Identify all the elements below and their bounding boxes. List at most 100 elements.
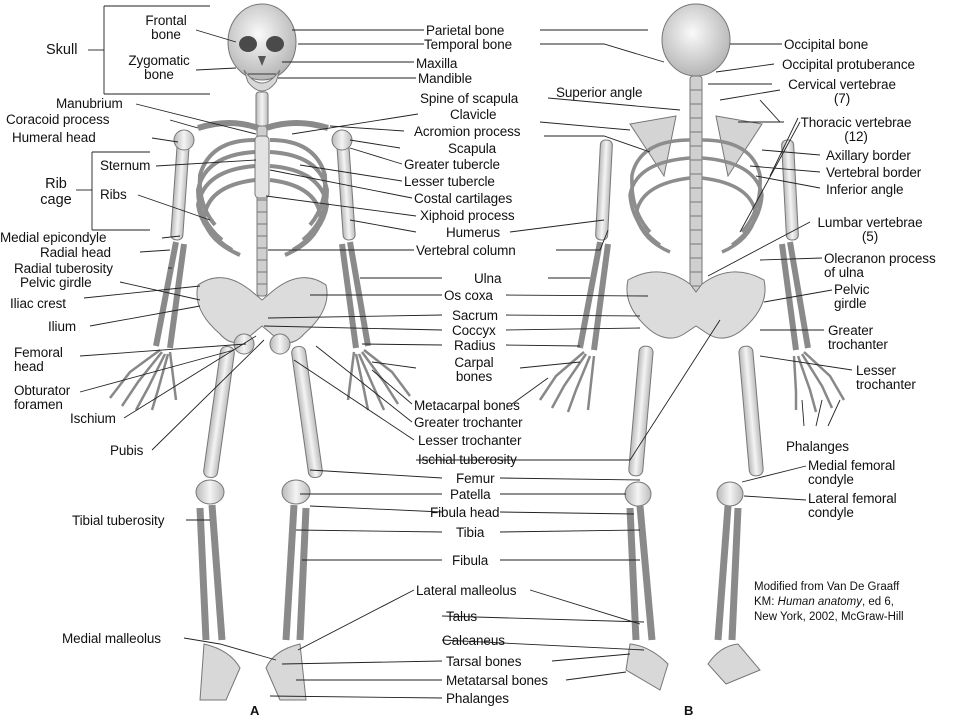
label-medial-femoral-condyle-line2: condyle [808,472,854,487]
label-lateral-femoral-condyle-line1: Lateral femoral [808,491,897,506]
label-radial-head: Radial head [40,245,111,260]
label-coracoid-process: Coracoid process [6,112,110,127]
label-vertebral-border: Vertebral border [826,165,922,180]
label-zygomatic-bone: Zygomatic bone [118,54,200,82]
label-thoracic-vertebrae: Thoracic vertebrae (12) [786,116,926,144]
anterior-skeleton [109,3,411,701]
label-phalanges-b: Phalanges [786,439,849,454]
label-axillary-border: Axillary border [826,148,911,163]
credit-line2: KM: Human anatomy, ed 6, [754,595,904,610]
anterior-sternum [254,135,270,199]
label-obturator-foramen-line2: foramen [14,397,63,412]
label-obturator-foramen: Obturator foramen [14,384,70,412]
label-greater-trochanter-a: Greater trochanter [414,415,523,430]
posterior-rib-cage [628,138,764,254]
label-femoral-head: Femoral head [14,346,63,374]
label-manubrium: Manubrium [56,96,123,111]
label-pelvic-girdle-b: Pelvic girdle [834,282,870,311]
label-mandible: Mandible [418,71,472,86]
credit-line2-suffix: , ed 6, [862,596,894,608]
label-lateral-femoral-condyle: Lateral femoral condyle [808,492,897,520]
panel-letter-a: A [250,703,260,718]
label-pelvic-girdle-a: Pelvic girdle [20,275,92,290]
label-lumbar-vertebrae: Lumbar vertebrae (5) [800,216,940,244]
panel-letter-b: B [684,703,694,718]
label-frontal-bone: Frontal bone [134,14,198,42]
figure-credit: Modified from Van De Graaff KM: Human an… [754,580,904,625]
label-carpal-bones: Carpal bones [444,356,504,384]
label-greater-trochanter-b: Greater trochanter [828,324,888,352]
label-ribs: Ribs [100,187,127,202]
label-lesser-trochanter-b: Lesser trochanter [856,364,916,392]
anterior-cervical-spine [255,91,269,127]
label-ilium: Ilium [48,319,77,334]
label-coccyx: Coccyx [452,323,496,338]
label-lateral-femoral-condyle-line2: condyle [808,505,854,520]
posterior-skull [661,3,731,77]
anterior-left-hand [109,348,178,411]
label-obturator-foramen-line1: Obturator [14,383,71,398]
label-fibula: Fibula [452,553,489,568]
label-ulna: Ulna [474,271,502,286]
label-occipital-protuberance: Occipital protuberance [782,57,915,72]
group-skull: Skull [46,42,78,58]
label-ischial-tuberosity: Ischial tuberosity [418,452,517,467]
label-tibial-tuberosity: Tibial tuberosity [72,513,165,528]
label-os-coxa: Os coxa [444,288,493,303]
label-clavicle: Clavicle [450,107,497,122]
label-lateral-malleolus: Lateral malleolus [416,583,517,598]
label-vertebral-column: Vertebral column [416,243,516,258]
label-greater-trochanter-b-line1: Greater [828,323,874,338]
label-calcaneus: Calcaneus [442,633,505,648]
label-xiphoid-process: Xiphoid process [420,208,515,223]
label-lesser-trochanter-b-line2: trochanter [856,377,916,392]
posterior-right-hand [792,351,846,413]
label-medial-femoral-condyle-line1: Medial femoral [808,458,896,473]
credit-line3: New York, 2002, McGraw-Hill [754,611,904,623]
label-frontal-bone-line1: Frontal [145,13,187,28]
label-pelvic-girdle-b-line2: girdle [834,296,867,311]
label-iliac-crest: Iliac crest [10,296,66,311]
label-humerus: Humerus [446,225,501,240]
label-fibula-head: Fibula head [430,505,500,520]
label-costal-cartilages: Costal cartilages [414,191,513,206]
group-rib-cage: Rib cage [34,176,78,208]
label-lumbar-vertebrae-line1: Lumbar vertebrae [817,215,923,230]
label-inferior-angle: Inferior angle [826,182,904,197]
label-occipital-bone: Occipital bone [784,37,869,52]
label-medial-femoral-condyle: Medial femoral condyle [808,459,895,487]
label-cervical-vertebrae: Cervical vertebrae (7) [772,78,912,106]
label-tibia: Tibia [456,525,485,540]
anterior-skull [227,3,297,81]
label-femoral-head-line2: head [14,359,44,374]
label-parietal-bone: Parietal bone [426,23,505,38]
label-humeral-head: Humeral head [12,130,96,145]
label-femoral-head-line1: Femoral [14,345,63,360]
label-temporal-bone: Temporal bone [424,37,513,52]
label-carpal-bones-line1: Carpal [454,355,494,370]
label-femur: Femur [456,471,495,486]
label-maxilla: Maxilla [416,56,458,71]
label-greater-trochanter-b-line2: trochanter [828,337,888,352]
label-olecranon-process-line2: of ulna [824,265,864,280]
label-lesser-trochanter-a: Lesser trochanter [418,433,522,448]
anterior-right-hand [346,349,411,411]
label-olecranon-process: Olecranon process of ulna [824,252,936,280]
posterior-pelvis [626,271,766,339]
label-patella: Patella [450,487,491,502]
label-thoracic-vertebrae-line2: (12) [844,129,868,144]
label-talus: Talus [446,609,478,624]
posterior-left-hand [538,351,596,413]
label-zygomatic-bone-line2: bone [144,67,174,82]
label-carpal-bones-line2: bones [455,369,493,384]
label-lesser-tubercle: Lesser tubercle [404,174,495,189]
label-pelvic-girdle-b-line1: Pelvic [834,282,870,297]
leader-lines [76,5,853,699]
credit-line1: Modified from Van De Graaff [754,581,900,593]
label-radial-tuberosity: Radial tuberosity [14,261,113,276]
label-medial-malleolus: Medial malleolus [62,631,161,646]
label-cervical-vertebrae-line1: Cervical vertebrae [788,77,896,92]
label-pubis: Pubis [110,443,144,458]
